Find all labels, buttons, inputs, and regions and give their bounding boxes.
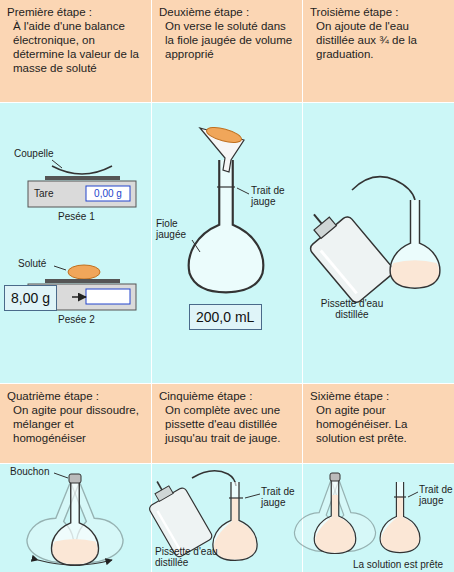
step-cell: Quatrième étape :On agite pour dissoudre… <box>0 384 151 463</box>
step-heading: Cinquième étape : <box>159 389 295 403</box>
part-label: Pesée 1 <box>58 211 118 222</box>
step-text: On ajoute de l'eau distillée aux ¾ de la… <box>310 19 447 61</box>
value-box: 8,00 g <box>4 285 57 311</box>
step-text: On agite pour dissoudre, mélanger et hom… <box>7 403 144 445</box>
step-text: On agite pour homogénéiser. La solution … <box>310 403 447 445</box>
step-heading: 200,0 mL <box>196 309 254 325</box>
step-cell: Deuxième étape :On verse le soluté dans … <box>152 0 302 102</box>
part-label: Bouchon <box>10 466 60 477</box>
part-label: Trait de jauge <box>261 486 301 508</box>
part-label: Pissette d'eau distillée <box>155 546 235 568</box>
part-label: Pissette d'eau distillée <box>310 298 394 320</box>
step-text: À l'aide d'une balance électronique, on … <box>7 19 144 75</box>
part-label: La solution est prête <box>345 559 451 570</box>
step-heading: Première étape : <box>7 5 144 19</box>
part-label: Tare <box>34 188 74 199</box>
part-label: Pesée 2 <box>58 314 118 325</box>
step-text: On complète avec une pissette d'eau dist… <box>159 403 295 445</box>
step-text: On verse le soluté dans la fiole jaugée … <box>159 19 295 61</box>
step-heading: Troisième étape : <box>310 5 447 19</box>
step-cell: Troisième étape :On ajoute de l'eau dist… <box>303 0 454 102</box>
step-cell: Sixième étape :On agite pour homogénéise… <box>303 384 454 463</box>
part-label: Soluté <box>18 258 68 269</box>
step-heading: Sixième étape : <box>310 389 447 403</box>
value-box: 200,0 mL <box>189 304 262 330</box>
part-label: 0,00 g <box>88 188 128 199</box>
step-cell: Première étape :À l'aide d'une balance é… <box>0 0 151 102</box>
part-label: Trait de jauge <box>251 185 299 207</box>
part-label: Coupelle <box>14 148 74 159</box>
part-label: Fiole jaugée <box>156 218 202 240</box>
step-heading: Deuxième étape : <box>159 5 295 19</box>
step-heading: Quatrième étape : <box>7 389 144 403</box>
step-cell: Cinquième étape :On complète avec une pi… <box>152 384 302 463</box>
step-heading: 8,00 g <box>11 290 50 306</box>
part-label: Trait de jauge <box>419 484 453 506</box>
